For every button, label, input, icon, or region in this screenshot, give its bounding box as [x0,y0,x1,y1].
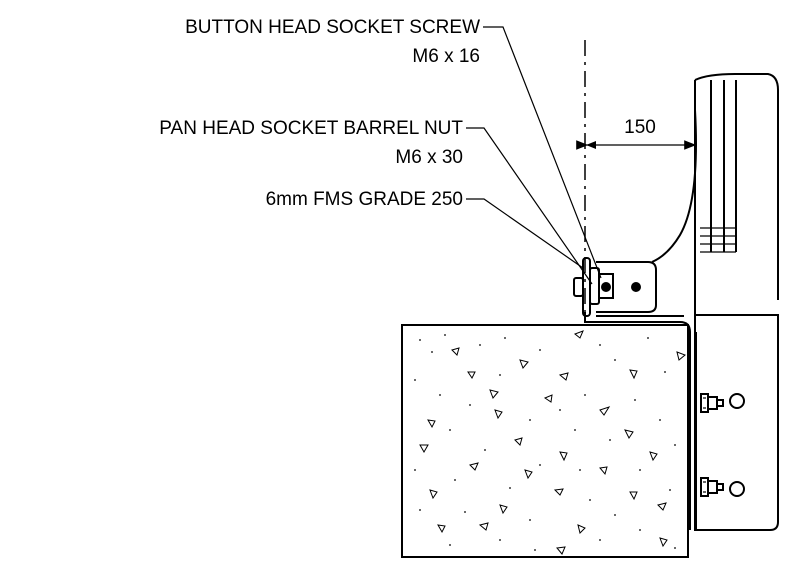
wall-bolt-lower [700,477,745,497]
label-barrel-nut: PAN HEAD SOCKET BARREL NUT [159,118,463,139]
dimension-value: 150 [624,117,656,138]
dimension-150: 150 [576,117,697,150]
leader-button-head-screw [483,26,602,279]
lower-housing [694,314,779,531]
leader-plate [466,198,584,269]
wall-bolt-upper [700,393,745,413]
bolt-hole-1 [601,282,611,292]
bolt-hole-2 [631,282,641,292]
leader-barrel-nut [466,127,593,285]
upper-housing [651,73,779,315]
concrete-block [401,324,689,558]
label-barrel-nut-size: M6 x 30 [395,147,463,168]
label-button-head-screw-size: M6 x 16 [412,46,480,67]
fixing-assembly [573,257,641,317]
concrete-dots [414,334,676,551]
label-plate: 6mm FMS GRADE 250 [266,189,463,210]
concrete-hatching [419,330,686,555]
label-button-head-screw: BUTTON HEAD SOCKET SCREW [185,17,480,38]
bracket [584,261,697,530]
